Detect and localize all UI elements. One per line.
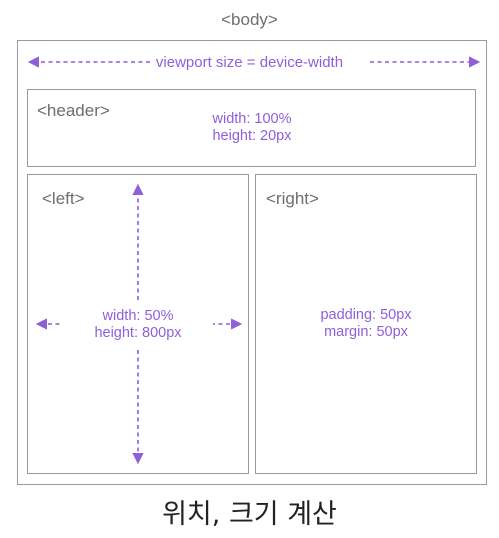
right-tag-label: <right>	[266, 189, 319, 208]
right-box	[255, 174, 477, 474]
header-height-label: height: 20px	[212, 128, 292, 144]
left-height-label: height: 800px	[94, 325, 182, 341]
right-margin-label: margin: 50px	[324, 324, 408, 340]
body-tag-label: <body>	[221, 10, 278, 29]
left-tag-label: <left>	[42, 189, 85, 208]
diagram-caption: 위치, 크기 계산	[162, 499, 337, 530]
right-padding-label: padding: 50px	[320, 307, 412, 323]
header-width-label: width: 100%	[212, 111, 292, 127]
left-width-label: width: 50%	[63, 308, 213, 325]
header-box	[27, 89, 476, 167]
viewport-size-label: viewport size = device-width	[155, 54, 344, 71]
header-tag-label: <header>	[37, 101, 110, 120]
